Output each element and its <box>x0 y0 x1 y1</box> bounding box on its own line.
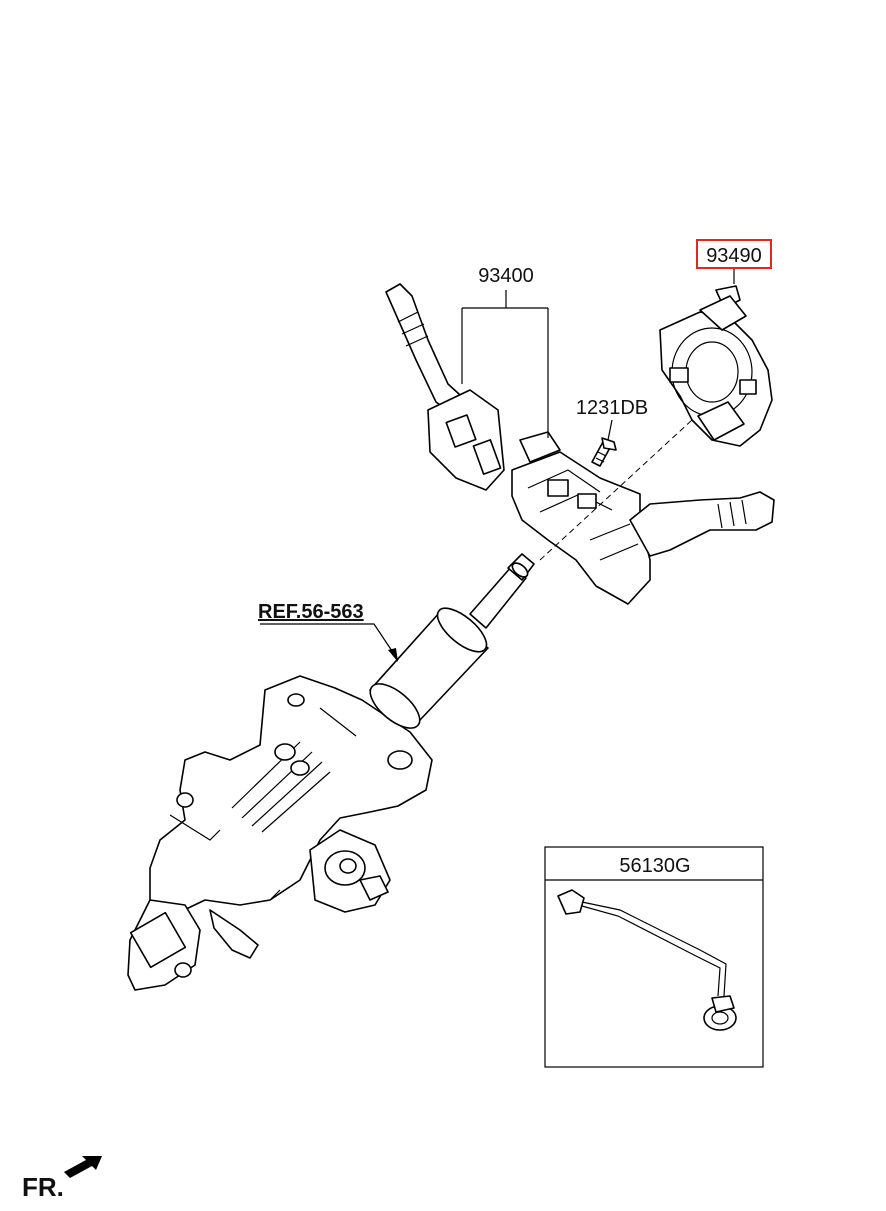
leader-lines <box>260 268 735 661</box>
inset-frame <box>544 846 764 1068</box>
clock-spring[interactable] <box>659 285 773 447</box>
assembly-axis <box>539 419 693 561</box>
label-1231DB: 1231DB <box>576 397 648 419</box>
screw[interactable] <box>591 437 617 467</box>
front-direction-arrow-icon <box>64 1156 102 1178</box>
label-ref: REF.56-563 <box>258 601 364 623</box>
inset-56130G[interactable] <box>544 846 764 1068</box>
steering-column[interactable] <box>127 553 535 991</box>
wire-harness <box>557 889 737 1031</box>
highlight-box-93490 <box>696 239 772 269</box>
label-93490: 93490 <box>706 245 762 267</box>
label-93400: 93400 <box>478 265 534 287</box>
label-56130G: 56130G <box>619 855 690 877</box>
ref-arrowhead <box>388 648 398 662</box>
label-fr: FR. <box>22 1172 64 1202</box>
